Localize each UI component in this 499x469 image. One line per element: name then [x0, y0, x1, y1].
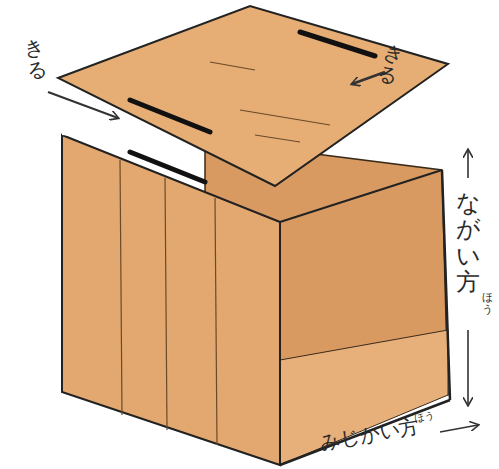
- furigana: ほう: [482, 292, 493, 316]
- cut-label: きる: [22, 35, 48, 81]
- long-side-label: ながい方: [456, 190, 480, 296]
- furigana: ほう: [413, 409, 435, 426]
